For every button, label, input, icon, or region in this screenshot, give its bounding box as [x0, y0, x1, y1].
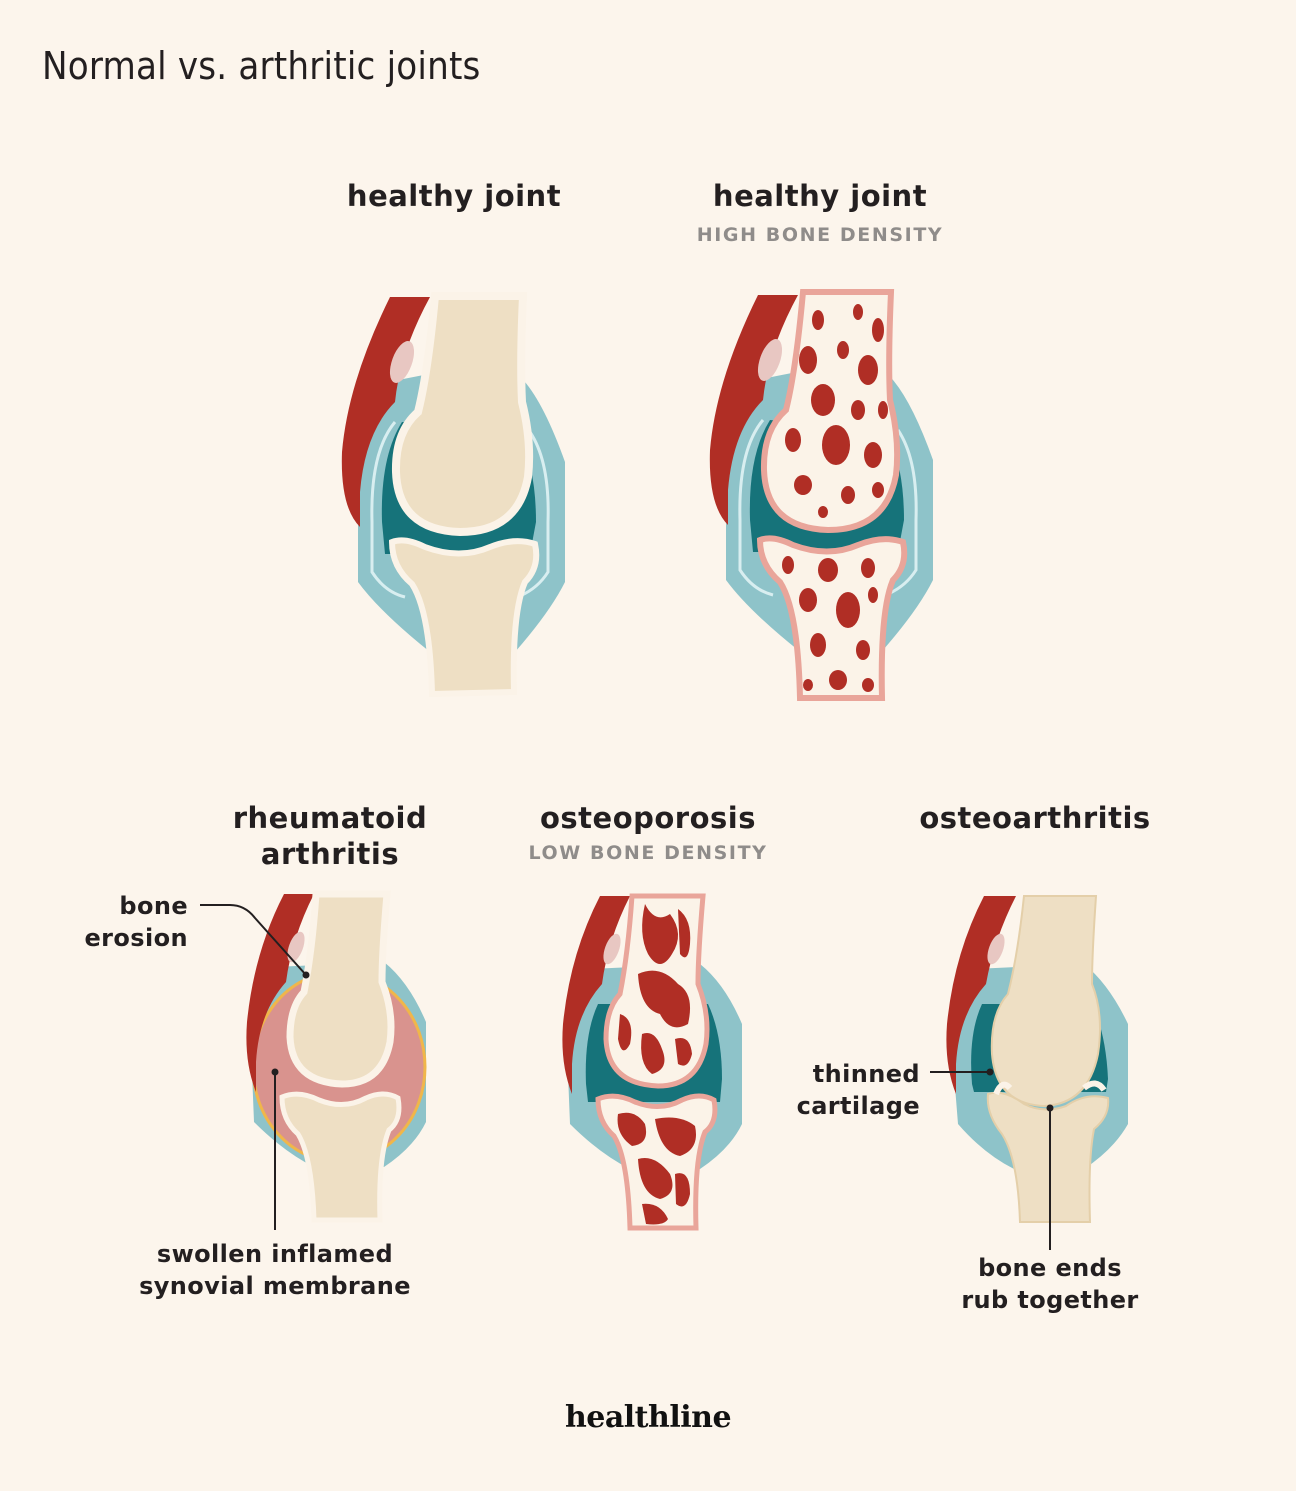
bone-ends-line1: bone ends	[978, 1254, 1122, 1282]
cartilage-line2: cartilage	[796, 1092, 920, 1120]
low-bone-density-subheading: LOW BONE DENSITY	[528, 842, 768, 864]
rheumatoid-joint-illustration	[246, 890, 427, 1223]
bone-erosion-line2: erosion	[84, 924, 188, 952]
high-density-joint-illustration	[709, 289, 933, 701]
osteoarthritis-joint-illustration	[946, 895, 1128, 1223]
osteoarthritis-heading: osteoarthritis	[919, 801, 1151, 835]
high-bone-density-subheading: HIGH BONE DENSITY	[696, 224, 944, 246]
synovial-membrane-label: swollen inflamed synovial membrane	[110, 1238, 440, 1302]
rheumatoid-heading-line1: rheumatoid	[232, 801, 428, 835]
bone-erosion-line1: bone	[119, 892, 188, 920]
healthline-logo: healthline	[564, 1400, 732, 1435]
osteoporosis-heading: osteoporosis	[539, 801, 756, 835]
thinned-cartilage-label: thinned cartilage	[760, 1058, 920, 1122]
bone-erosion-label: bone erosion	[40, 890, 188, 954]
page-title: Normal vs. arthritic joints	[42, 44, 481, 88]
synovial-line1: swollen inflamed	[156, 1240, 394, 1268]
synovial-line2: synovial membrane	[139, 1272, 411, 1300]
bone-ends-line2: rub together	[961, 1286, 1139, 1314]
osteoporosis-joint-illustration	[562, 893, 742, 1231]
cartilage-line1: thinned	[812, 1060, 920, 1088]
healthy-joint-heading: healthy joint	[346, 179, 562, 213]
healthy-joint-dense-heading: healthy joint	[712, 179, 928, 213]
rheumatoid-heading-line2: arthritis	[260, 837, 400, 871]
bone-ends-label: bone ends rub together	[920, 1252, 1180, 1316]
healthy-joint-illustration	[341, 292, 565, 698]
